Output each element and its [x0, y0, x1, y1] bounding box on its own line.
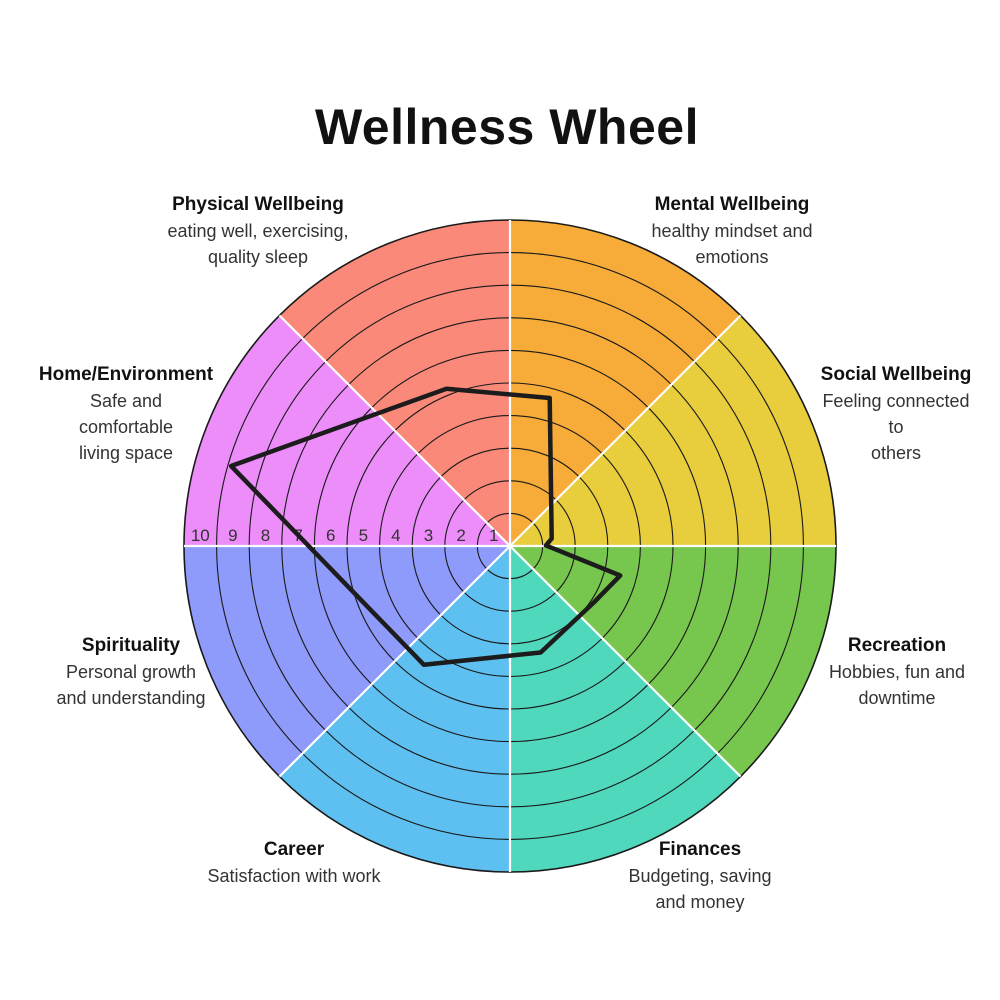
tick-label: 4 [391, 526, 400, 545]
tick-label: 5 [359, 526, 368, 545]
chart-title: Wellness Wheel [315, 99, 699, 155]
category-name: Career [263, 839, 325, 860]
score-outline [228, 386, 623, 667]
category-name: Spirituality [81, 635, 181, 656]
category-description: Satisfaction with work [207, 866, 381, 886]
score-outline-layer [228, 386, 623, 667]
sector-spirituality [184, 546, 510, 777]
sector-divider [278, 314, 511, 547]
sector-mental-wellbeing [510, 220, 741, 546]
sector-divider [509, 314, 742, 547]
tick-label: 6 [326, 526, 335, 545]
sector-divider [509, 545, 742, 778]
tick-label: 9 [228, 526, 237, 545]
category-name: Physical Wellbeing [172, 194, 344, 215]
sector-home-environment [184, 315, 510, 546]
category-description: eating well, exercising,quality sleep [167, 221, 349, 267]
divider-layer [184, 220, 836, 872]
category-name: Mental Wellbeing [654, 194, 810, 215]
category-name: Finances [658, 839, 742, 860]
tick-label: 1 [489, 526, 498, 545]
tick-label: 10 [191, 526, 210, 545]
sector-physical-wellbeing [279, 220, 510, 546]
sector-social-wellbeing [510, 315, 836, 546]
category-label-physical: Physical Wellbeing eating well, exercisi… [138, 192, 378, 270]
sector-career [279, 546, 510, 872]
tick-label: 8 [261, 526, 270, 545]
tick-label: 2 [456, 526, 465, 545]
category-name: Home/Environment [38, 364, 214, 385]
tick-label: 3 [424, 526, 433, 545]
category-label-career: Career Satisfaction with work [174, 837, 414, 889]
sector-layer [184, 220, 836, 872]
sector-divider [278, 545, 511, 778]
category-name: Social Wellbeing [820, 364, 972, 385]
category-name: Recreation [847, 635, 947, 656]
